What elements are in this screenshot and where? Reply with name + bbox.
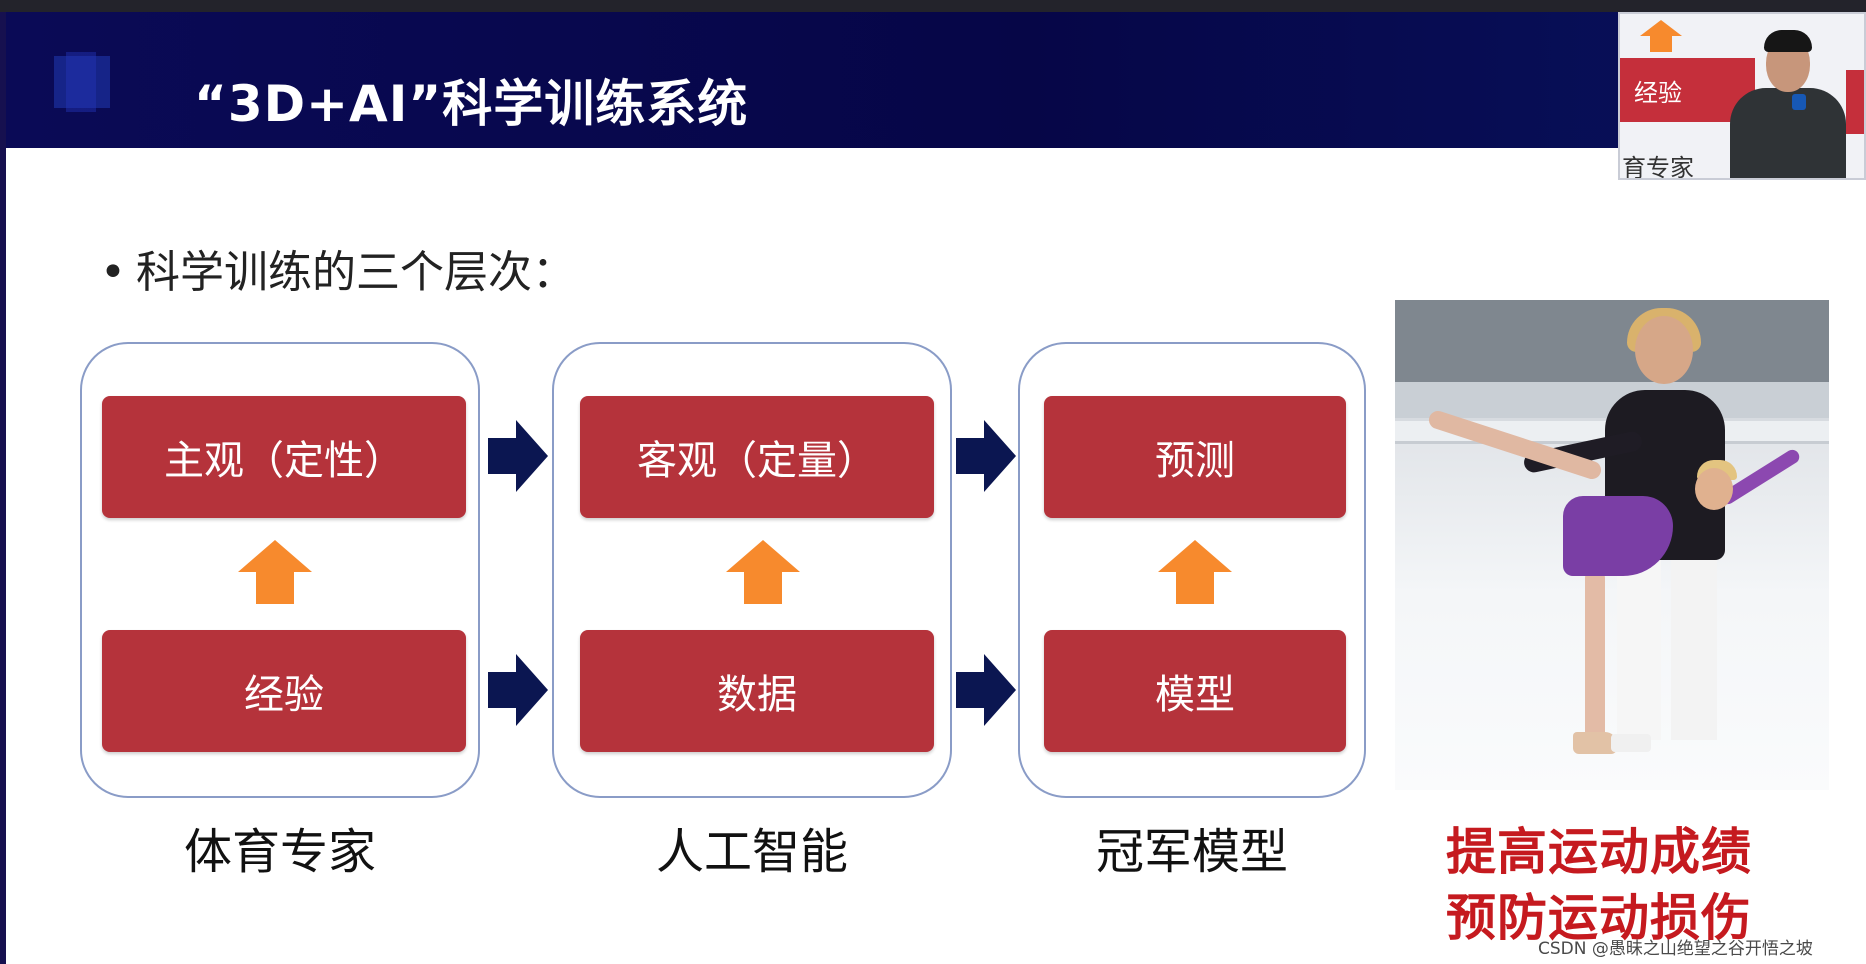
- coach-leg: [1671, 550, 1717, 740]
- pip-red-box: [1846, 70, 1864, 134]
- top-box-prediction: 预测: [1044, 396, 1346, 518]
- group-caption: 冠军模型: [1095, 824, 1288, 880]
- bottom-box-model: 模型: [1044, 630, 1346, 752]
- microphone-icon: [1792, 94, 1806, 110]
- group-caption: 体育专家: [183, 824, 376, 880]
- skate: [1573, 732, 1617, 754]
- top-bar: [0, 0, 1866, 12]
- right-arrow-icon: [488, 420, 548, 492]
- skater-head: [1695, 468, 1733, 510]
- right-arrow-icon: [488, 654, 548, 726]
- bottom-box-experience: 经验: [102, 630, 466, 752]
- top-box-objective: 客观（定量）: [580, 396, 934, 518]
- skate: [1611, 734, 1651, 752]
- speaker-hair: [1764, 30, 1812, 52]
- bullet-marker: •: [100, 247, 126, 298]
- right-arrow-icon: [956, 420, 1016, 492]
- up-arrow-icon: [726, 540, 800, 604]
- left-edge: [0, 12, 6, 964]
- group-panel-champion-model: 预测 模型: [1018, 342, 1366, 798]
- right-arrow-icon: [956, 654, 1016, 726]
- watermark: CSDN @愚昧之山绝望之谷开悟之坡: [1538, 939, 1813, 959]
- bullet-text: 科学训练的三个层次：: [135, 247, 576, 298]
- header-decoration: [66, 52, 96, 112]
- bottom-box-data: 数据: [580, 630, 934, 752]
- speaker-body: [1730, 88, 1846, 178]
- up-arrow-icon: [1158, 540, 1232, 604]
- rink-wall: [1395, 300, 1829, 382]
- group-caption: 人工智能: [655, 824, 848, 880]
- coach-head: [1635, 316, 1693, 384]
- slide-header: “3D+AI”科学训练系统: [6, 12, 1866, 148]
- bullet-heading: •科学训练的三个层次：: [100, 236, 576, 300]
- top-box-subjective: 主观（定性）: [102, 396, 466, 518]
- up-arrow-icon: [1640, 20, 1682, 52]
- speaker-video-overlay: 经验 育专家: [1618, 12, 1866, 180]
- slide-title: “3D+AI”科学训练系统: [194, 75, 749, 133]
- group-panel-experts: 主观（定性） 经验: [80, 342, 480, 798]
- skater-dress: [1563, 496, 1673, 576]
- figure-skating-photo: [1395, 300, 1829, 790]
- up-arrow-icon: [238, 540, 312, 604]
- group-panel-ai: 客观（定量） 数据: [552, 342, 952, 798]
- header-decoration: [54, 56, 110, 108]
- coach-leg: [1617, 550, 1661, 740]
- pip-caption: 育专家: [1622, 154, 1694, 180]
- benefit-line: 预防运动损伤: [1446, 889, 1752, 947]
- benefit-line: 提高运动成绩: [1446, 823, 1752, 881]
- skater-leg: [1585, 568, 1605, 744]
